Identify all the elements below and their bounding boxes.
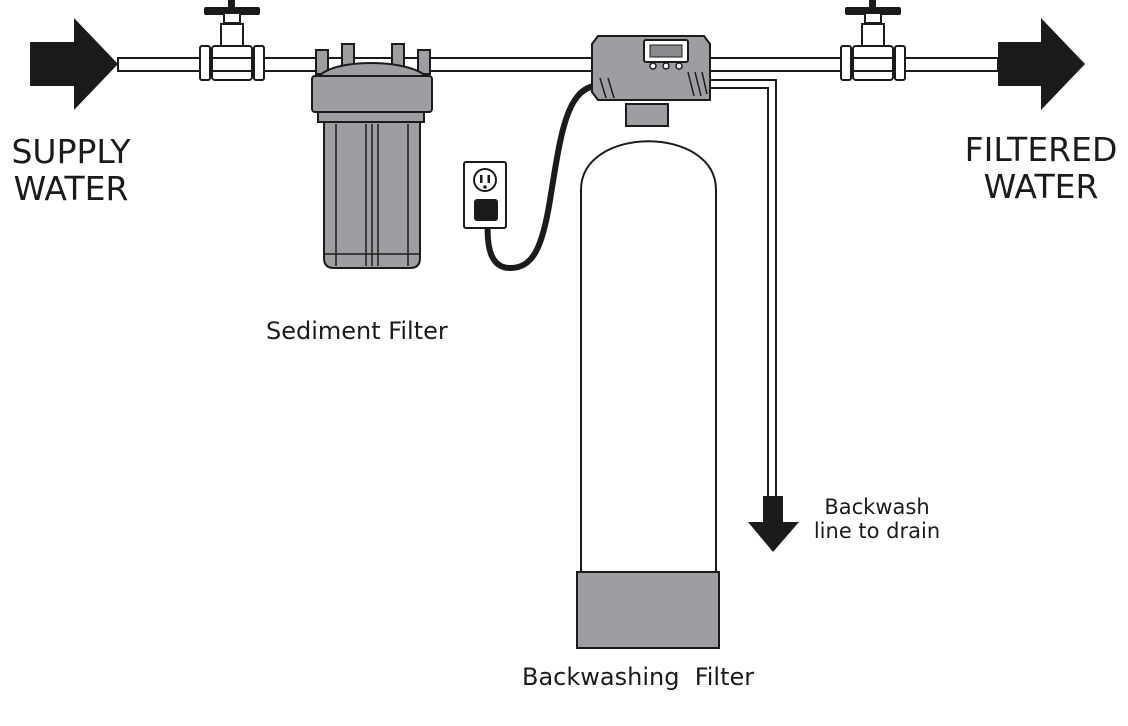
supply-label-line2: WATER (13, 168, 129, 208)
backwash-drain-label: Backwash line to drain (806, 495, 948, 543)
supply-label-line1: SUPPLY (11, 132, 131, 171)
supply-water-label: SUPPLY WATER (0, 132, 142, 208)
gate-valve-icon (840, 0, 906, 81)
arrow-down-icon (748, 496, 799, 552)
sediment-filter-housing (311, 43, 433, 269)
arrow-right-icon (30, 18, 118, 110)
power-plug-icon (474, 199, 498, 221)
filtered-label-line2: WATER (983, 166, 1099, 206)
backwash-drain-line (706, 79, 777, 500)
backwashing-filter-label: Backwashing Filter (522, 663, 755, 691)
power-cord (484, 83, 597, 272)
control-head-icon (591, 35, 711, 101)
gate-valve-icon (199, 0, 265, 81)
arrow-right-icon (998, 18, 1085, 110)
filtered-label-line1: FILTERED (964, 130, 1118, 169)
backwashing-filter-tank (576, 103, 720, 649)
filtered-water-label: FILTERED WATER (954, 130, 1128, 206)
backwash-label-line1: Backwash (824, 495, 930, 519)
backwash-label-line2: line to drain (813, 518, 941, 543)
sediment-filter-label: Sediment Filter (266, 317, 448, 345)
